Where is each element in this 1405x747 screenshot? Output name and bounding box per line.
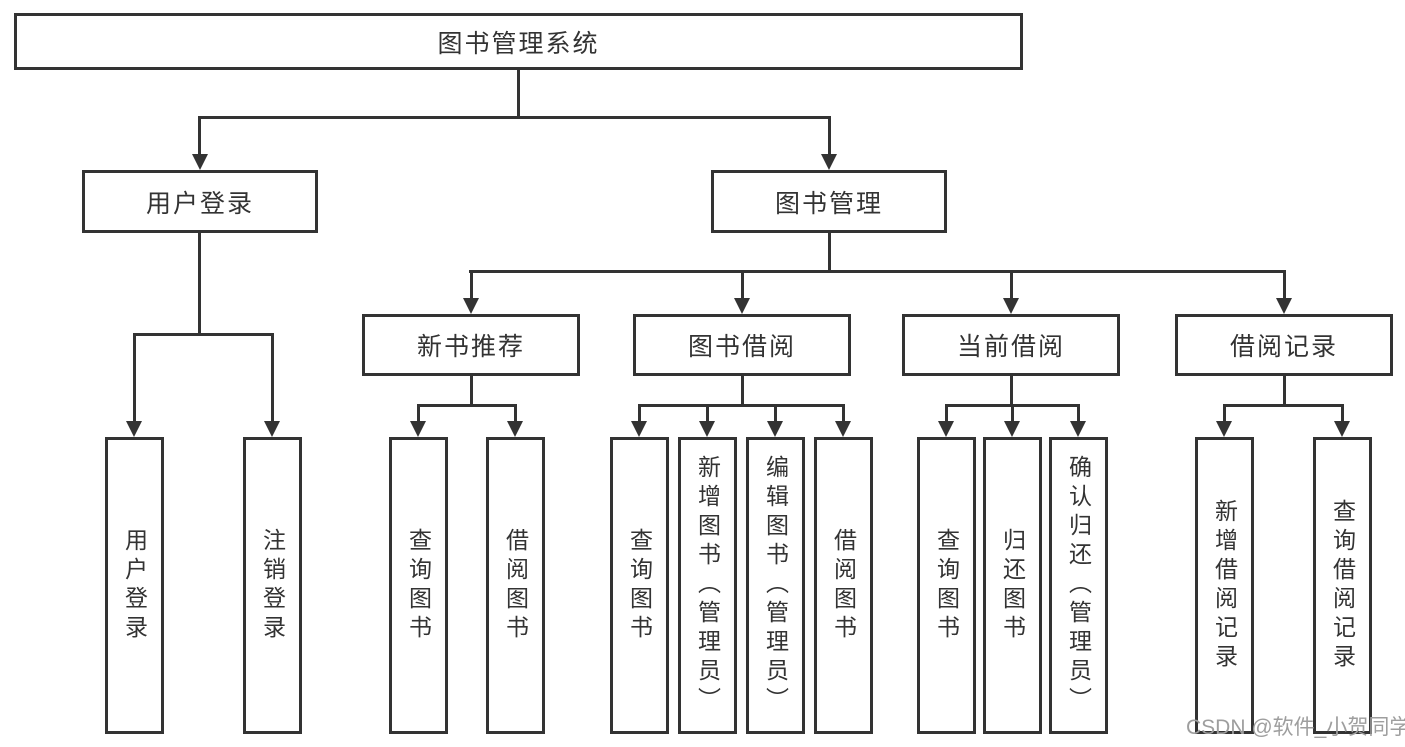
arrow-down-icon [463, 298, 479, 314]
leaf-logout-label: 注销登录 [259, 527, 286, 644]
leaf-query-books-recommend-label: 查询图书 [405, 527, 432, 644]
leaf-edit-books-admin: 编辑图书（管理员） [746, 437, 805, 734]
csdn-watermark: CSDN @软件_小贺同学 [1186, 716, 1405, 739]
leaf-borrow-books-recommend: 借阅图书 [486, 437, 545, 734]
leaf-confirm-return-admin: 确认归还（管理员） [1049, 437, 1108, 734]
arrow-down-icon [767, 421, 783, 437]
connector-borrow-stem [741, 374, 744, 407]
leaf-return-books: 归还图书 [983, 437, 1042, 734]
connector-user-login-splitter [133, 333, 274, 336]
connector-leaf-drop [842, 404, 845, 426]
connector-new-book-stem [470, 374, 473, 407]
connector-drop-new-book [470, 270, 473, 302]
leaf-add-borrow-record-label: 新增借阅记录 [1211, 498, 1238, 673]
connector-leaf-drop [774, 404, 777, 426]
leaf-query-books-current-label: 查询图书 [933, 527, 960, 644]
connector-leaf-drop [706, 404, 709, 426]
leaf-user-login: 用户登录 [105, 437, 164, 734]
node-new-book-recommendation: 新书推荐 [362, 314, 580, 376]
arrow-down-icon [1334, 421, 1350, 437]
leaf-query-books-current: 查询图书 [917, 437, 976, 734]
arrow-down-icon [938, 421, 954, 437]
arrow-down-icon [507, 421, 523, 437]
arrow-down-icon [699, 421, 715, 437]
arrow-down-icon [410, 421, 426, 437]
node-user-login-label: 用户登录 [145, 189, 254, 218]
node-borrowing-records: 借阅记录 [1175, 314, 1393, 376]
connector-leaf-drop [1341, 404, 1344, 426]
arrow-down-icon [1070, 421, 1086, 437]
connector-book-management-splitter [469, 270, 1286, 273]
leaf-confirm-return-admin-label: 确认归还（管理员） [1065, 455, 1092, 716]
connector-leaf-drop [1223, 404, 1226, 426]
arrow-down-icon [631, 421, 647, 437]
leaf-query-borrow-record: 查询借阅记录 [1313, 437, 1372, 734]
node-library-system-label: 图书管理系统 [437, 29, 600, 58]
connector-root-splitter [198, 116, 831, 119]
node-borrowing-records-label: 借阅记录 [1229, 333, 1338, 361]
connector-root-stem [517, 69, 520, 118]
leaf-return-books-label: 归还图书 [999, 527, 1026, 644]
connector-leaf-drop [417, 404, 420, 426]
leaf-user-login-label: 用户登录 [121, 527, 148, 644]
arrow-down-icon [192, 154, 208, 170]
node-current-borrowing-label: 当前借阅 [956, 333, 1065, 361]
leaf-query-borrow-record-label: 查询借阅记录 [1329, 498, 1356, 673]
node-book-management-label: 图书管理 [774, 189, 883, 218]
node-user-login: 用户登录 [82, 170, 318, 233]
node-library-system: 图书管理系统 [14, 13, 1023, 70]
connector-book-management-stem [828, 232, 831, 273]
arrow-down-icon [835, 421, 851, 437]
arrow-down-icon [1276, 298, 1292, 314]
arrow-down-icon [264, 421, 280, 437]
node-book-management: 图书管理 [711, 170, 947, 233]
connector-drop-book-management [828, 116, 831, 156]
connector-leaf-drop [514, 404, 517, 426]
leaf-query-books-borrowing: 查询图书 [610, 437, 669, 734]
connector-drop-records [1283, 270, 1286, 302]
leaf-query-books-recommend: 查询图书 [389, 437, 448, 734]
arrow-down-icon [1003, 298, 1019, 314]
leaf-borrow-books: 借阅图书 [814, 437, 873, 734]
node-current-borrowing: 当前借阅 [902, 314, 1120, 376]
node-new-book-recommendation-label: 新书推荐 [416, 333, 525, 361]
node-book-borrowing-label: 图书借阅 [687, 333, 796, 361]
connector-drop-current [1010, 270, 1013, 302]
connector-borrow-splitter [638, 404, 845, 407]
leaf-borrow-books-recommend-label: 借阅图书 [502, 527, 529, 644]
connector-leaf-drop [1077, 404, 1080, 426]
arrow-down-icon [126, 421, 142, 437]
connector-records-splitter [1223, 404, 1344, 407]
leaf-query-books-borrowing-label: 查询图书 [626, 527, 653, 644]
leaf-add-books-admin: 新增图书（管理员） [678, 437, 737, 734]
connector-drop-user-login [198, 116, 201, 156]
node-book-borrowing: 图书借阅 [633, 314, 851, 376]
leaf-borrow-books-label: 借阅图书 [830, 527, 857, 644]
arrow-down-icon [1216, 421, 1232, 437]
connector-leaf-drop [638, 404, 641, 426]
connector-drop-borrow [741, 270, 744, 302]
connector-user-login-stem [198, 232, 201, 336]
arrow-down-icon [734, 298, 750, 314]
connector-records-stem [1283, 374, 1286, 407]
connector-drop-login [133, 333, 136, 423]
arrow-down-icon [821, 154, 837, 170]
connector-new-book-splitter [417, 404, 517, 407]
leaf-logout: 注销登录 [243, 437, 302, 734]
leaf-add-borrow-record: 新增借阅记录 [1195, 437, 1254, 734]
connector-drop-logout [271, 333, 274, 423]
connector-leaf-drop [1011, 404, 1014, 426]
leaf-edit-books-admin-label: 编辑图书（管理员） [762, 455, 789, 716]
connector-current-stem [1010, 374, 1013, 407]
leaf-add-books-admin-label: 新增图书（管理员） [694, 455, 721, 716]
connector-leaf-drop [945, 404, 948, 426]
arrow-down-icon [1004, 421, 1020, 437]
